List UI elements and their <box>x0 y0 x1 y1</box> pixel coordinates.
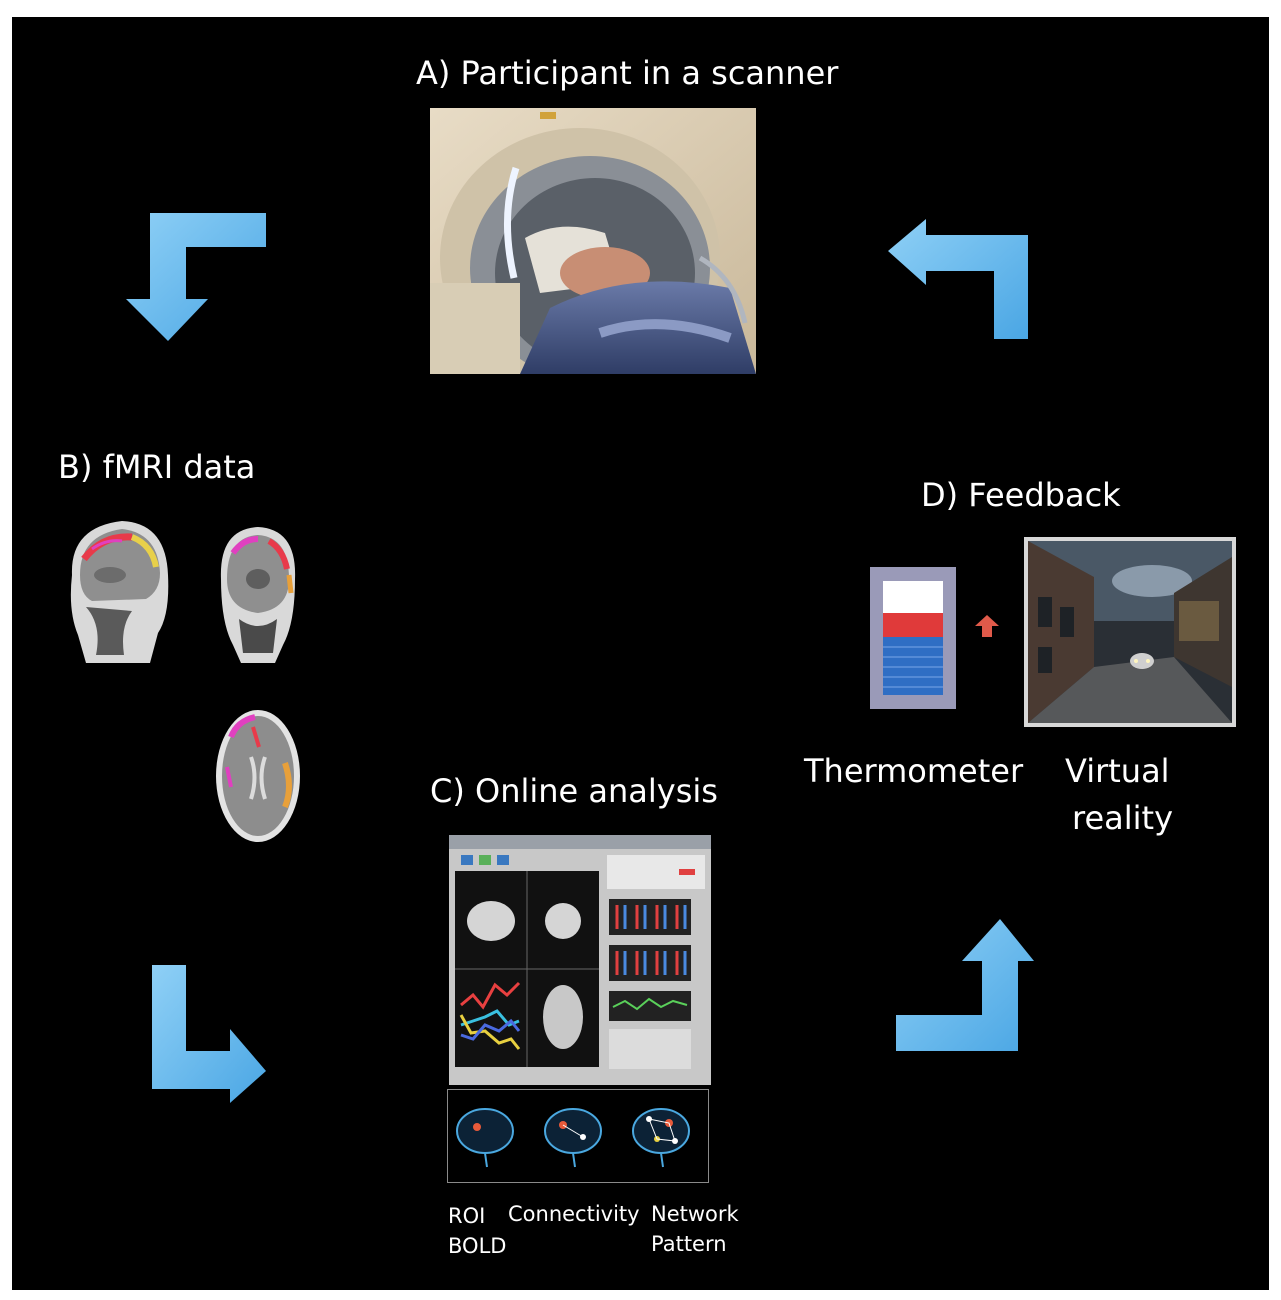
label-virtual: Virtual <box>1065 752 1170 790</box>
elbow-arrow-right-icon <box>152 965 266 1105</box>
title-fmri-data: B) fMRI data <box>58 448 256 486</box>
scanner-photo <box>430 108 756 374</box>
neurofeedback-loop-diagram: A) Participant in a scanner B) fMRI data… <box>12 17 1269 1290</box>
label-roi: ROI <box>448 1204 486 1228</box>
title-online-analysis: C) Online analysis <box>430 772 718 810</box>
elbow-arrow-up-icon <box>896 919 1034 1053</box>
thermometer-display <box>870 567 956 709</box>
virtual-reality-scene <box>1024 537 1236 727</box>
elbow-arrow-left-icon <box>888 219 1030 341</box>
title-participant-in-scanner: A) Participant in a scanner <box>416 54 839 92</box>
coronal-brain-slice <box>213 523 303 663</box>
sagittal-brain-slice <box>62 515 174 663</box>
brain-network-panel <box>447 1089 709 1183</box>
label-bold: BOLD <box>448 1234 507 1258</box>
axial-brain-slice <box>213 707 303 845</box>
label-connectivity: Connectivity <box>508 1202 640 1226</box>
title-feedback: D) Feedback <box>921 476 1121 514</box>
label-thermometer: Thermometer <box>804 752 1024 790</box>
elbow-arrow-down-icon <box>124 213 272 345</box>
online-analysis-screenshot <box>449 835 711 1085</box>
label-reality: reality <box>1072 799 1174 837</box>
red-up-arrow-icon <box>974 613 1000 639</box>
label-pattern: Pattern <box>651 1232 727 1256</box>
label-network: Network <box>651 1202 739 1226</box>
